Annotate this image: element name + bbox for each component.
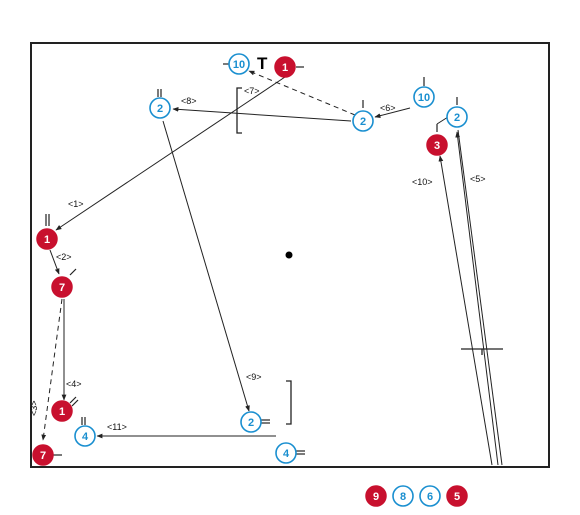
edge-3: [41, 298, 63, 441]
court-border: [30, 42, 550, 468]
edge-label: <1>: [68, 199, 84, 209]
player-legend: 9 8 6 5: [365, 485, 468, 507]
edge-6: [374, 107, 411, 118]
svg-text:7: 7: [40, 450, 46, 462]
edge-1: [55, 76, 286, 231]
svg-text:7: 7: [59, 282, 65, 294]
svg-text:4: 4: [82, 431, 89, 443]
edge-label: <10>: [412, 177, 433, 187]
player-node: 7: [51, 276, 73, 298]
svg-text:6: 6: [427, 491, 433, 503]
player-node: 2: [446, 106, 468, 128]
edge-9: [162, 120, 250, 412]
edge-5: [455, 131, 499, 466]
svg-text:1: 1: [59, 406, 65, 418]
edges: [41, 70, 503, 466]
edge-7: [248, 70, 356, 116]
player-nodes: 10 1 2 2 10 2 3 1 7 1 7 4 2 4: [32, 53, 468, 466]
player-node: 2: [149, 97, 171, 119]
legend-player: 8: [392, 485, 414, 507]
bracket-marks: [236, 87, 503, 425]
edge-labels: <1> <2> <3> <4> <5> <6> <7> <8> <9> <10>…: [29, 86, 486, 432]
player-node: 2: [352, 110, 374, 132]
svg-text:3: 3: [434, 140, 440, 152]
svg-text:1: 1: [44, 234, 50, 246]
edge-label: <6>: [380, 103, 396, 113]
center-dot: [285, 251, 293, 259]
svg-text:2: 2: [454, 112, 460, 124]
player-node: 1: [51, 400, 73, 422]
legend-player: 5: [446, 485, 468, 507]
player-ticks: [45, 63, 458, 456]
legend-player: 6: [419, 485, 441, 507]
svg-text:5: 5: [454, 491, 460, 503]
player-node: 7: [32, 444, 54, 466]
edge-2: [49, 249, 60, 275]
svg-text:8: 8: [400, 491, 406, 503]
player-node: 2: [240, 411, 262, 433]
svg-text:10: 10: [233, 59, 245, 71]
player-node: 1: [36, 228, 58, 250]
legend-player: 9: [365, 485, 387, 507]
svg-text:2: 2: [157, 103, 163, 115]
edge-label: <7>: [244, 86, 260, 96]
svg-text:4: 4: [283, 448, 290, 460]
player-node: 4: [275, 442, 297, 464]
edge-label: <2>: [56, 252, 72, 262]
svg-text:10: 10: [418, 92, 430, 104]
edge-label: <8>: [181, 96, 197, 106]
edge-label: <9>: [246, 372, 262, 382]
edge-label: <11>: [107, 422, 127, 432]
edge-8: [172, 106, 352, 122]
svg-text:2: 2: [248, 417, 254, 429]
edge-10: [438, 155, 493, 466]
player-node: 4: [74, 425, 96, 447]
svg-text:9: 9: [373, 491, 379, 503]
edge-label: <4>: [66, 379, 82, 389]
top-marker: T: [257, 54, 268, 73]
svg-text:1: 1: [282, 62, 288, 74]
player-node: 10: [228, 53, 250, 75]
player-node: 1: [274, 56, 296, 78]
edge-label: <3>: [29, 400, 39, 416]
svg-text:2: 2: [360, 116, 366, 128]
edge-label: <5>: [470, 174, 486, 184]
player-node: 10: [413, 86, 435, 108]
player-node: 3: [426, 134, 448, 156]
